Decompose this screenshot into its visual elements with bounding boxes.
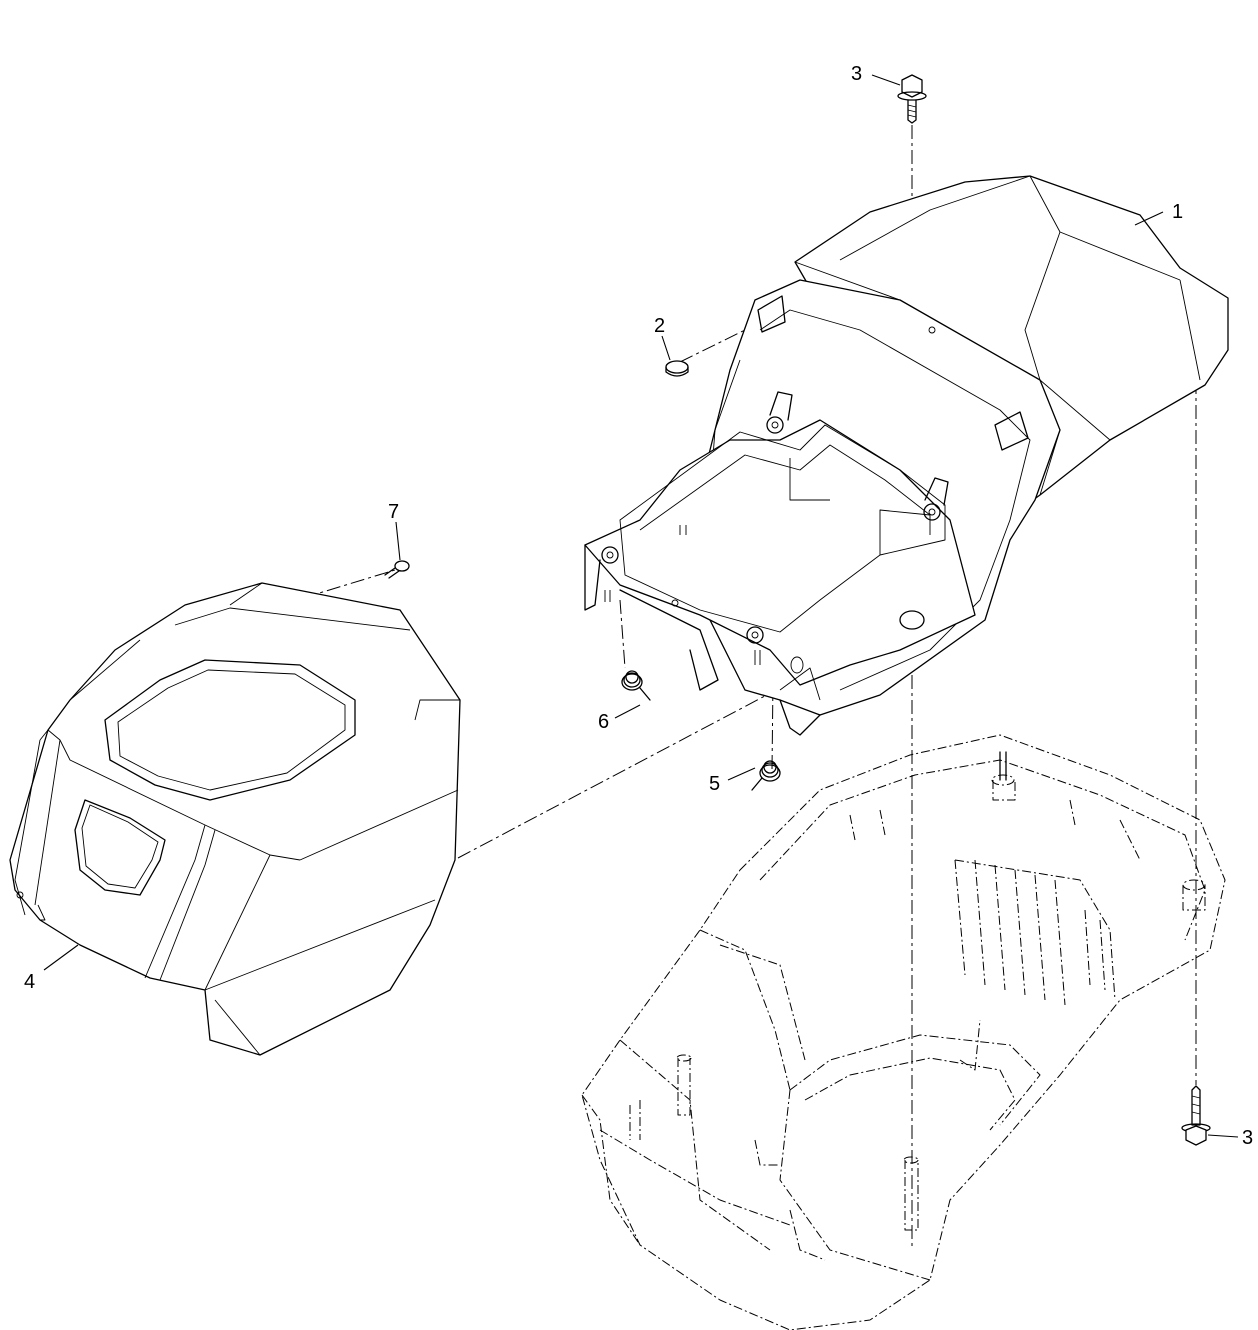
part-3-bolt-right [1181,1085,1211,1146]
callout-3-right: 3 [1242,1127,1253,1149]
callout-labels: 3 1 2 7 6 5 4 3 [24,63,1253,1149]
callout-6: 6 [598,711,609,733]
tray-bolt [601,416,941,644]
part-7-screw [384,560,410,579]
callout-5: 5 [709,773,720,795]
base-tub-phantom [581,734,1226,1330]
part-3-bolt-top [897,74,927,124]
callout-1: 1 [1172,201,1183,223]
part-1-seat-shroud [584,175,1229,736]
callout-7: 7 [388,501,399,523]
part-2-plug [665,360,689,377]
callout-4: 4 [24,971,35,993]
callout-3-top: 3 [851,63,862,85]
part-6-spring [621,670,651,701]
callout-2: 2 [654,315,665,337]
part-4-front-hood [9,582,461,1056]
part-5-spring [751,760,781,791]
leader-lines [43,74,1239,1138]
